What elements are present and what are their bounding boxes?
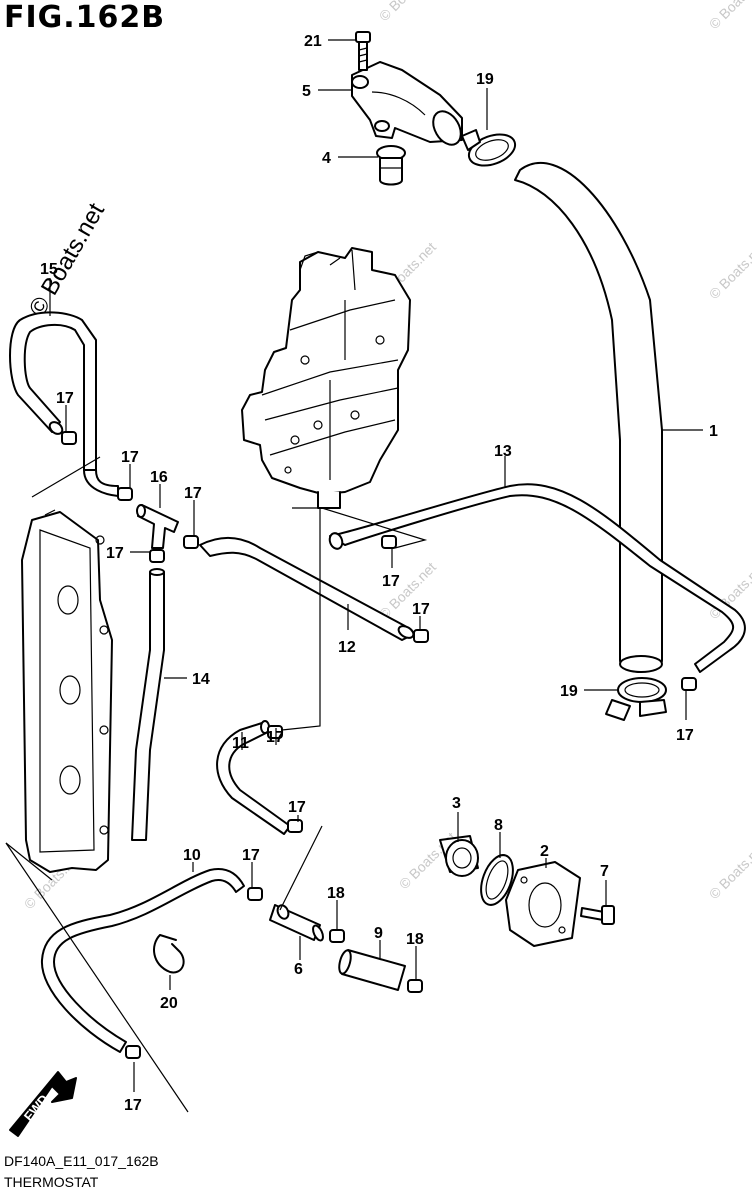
fwd-direction-badge: FWD — [9, 1071, 77, 1137]
clamp-17 — [125, 1045, 141, 1059]
watermark-small: © Boats.net — [706, 0, 752, 32]
watermark-small: © Boats.net — [706, 239, 752, 302]
clamp-17 — [413, 629, 429, 643]
clamps-17 — [61, 431, 697, 1059]
callout-5: 5 — [302, 83, 311, 100]
clamp-18 — [329, 929, 345, 943]
clamp-17 — [381, 535, 397, 549]
part-15-hose — [9, 311, 97, 471]
part-16-t-joint — [136, 504, 179, 549]
callout-17: 17 — [242, 847, 260, 864]
callout-12: 12 — [338, 639, 356, 656]
callout-17: 17 — [676, 727, 694, 744]
callout-17: 17 — [56, 390, 74, 407]
callout-17: 17 — [266, 729, 284, 746]
clamp-17 — [61, 431, 77, 445]
part-3-valve — [439, 835, 479, 877]
callout-17: 17 — [288, 799, 306, 816]
part-6-fitting — [269, 904, 324, 942]
callout-17: 17 — [382, 573, 400, 590]
callout-17: 17 — [124, 1097, 142, 1114]
cooler-plate — [21, 509, 113, 873]
watermark-small: © Boats.net — [706, 839, 752, 902]
callout-18: 18 — [327, 885, 345, 902]
part-2-cover — [505, 861, 581, 947]
callout-19-lower: 19 — [560, 683, 578, 700]
clamp-18 — [407, 979, 423, 993]
part-9-sleeve — [338, 949, 406, 991]
part-19-hose-clamp-lower — [605, 677, 667, 721]
part-4-thermostat — [376, 145, 406, 186]
part-8-o-ring — [480, 854, 514, 906]
figure-title: FIG.162B — [4, 0, 166, 35]
clamp-17 — [681, 677, 697, 691]
callout-21: 21 — [304, 33, 322, 50]
clamp-17 — [287, 819, 303, 833]
callout-15: 15 — [40, 261, 58, 278]
callout-14: 14 — [192, 671, 210, 688]
part-13-hose — [328, 483, 746, 673]
section-name: THERMOSTAT — [4, 1174, 99, 1190]
callout-20: 20 — [160, 995, 178, 1012]
callout-13: 13 — [494, 443, 512, 460]
callout-8: 8 — [494, 817, 503, 834]
callout-2: 2 — [540, 843, 549, 860]
callout-10: 10 — [183, 847, 201, 864]
clamp-17 — [247, 887, 263, 901]
part-14-hose — [131, 568, 165, 841]
fwd-label: FWD — [21, 1092, 52, 1124]
part-7-bolt — [580, 905, 615, 925]
watermark-small: © Boats.net — [376, 0, 439, 24]
callout-labels: 21 5 4 19 1 13 15 17 17 16 17 17 17 17 1… — [40, 33, 718, 1114]
part-1-main-hose — [514, 162, 663, 673]
callout-18: 18 — [406, 931, 424, 948]
callout-9: 9 — [374, 925, 383, 942]
part-20-clip — [153, 934, 185, 974]
callout-19-upper: 19 — [476, 71, 494, 88]
clamp-17 — [183, 535, 199, 549]
callout-17: 17 — [184, 485, 202, 502]
clamp-17 — [117, 487, 133, 501]
callout-11: 11 — [232, 735, 249, 752]
part-5-thermostat-cover — [351, 61, 463, 146]
engine-block — [241, 247, 411, 509]
part-19-hose-clamp-upper — [461, 129, 517, 167]
callout-17: 17 — [121, 449, 139, 466]
callout-17: 17 — [106, 545, 124, 562]
part-10-hose — [40, 868, 245, 1053]
callout-6: 6 — [294, 961, 303, 978]
watermark-main: © Boats.net — [24, 198, 110, 321]
leader-lines — [49, 39, 703, 1092]
diagram-code: DF140A_E11_017_162B — [4, 1153, 159, 1169]
callout-4: 4 — [322, 150, 331, 167]
callout-3: 3 — [452, 795, 461, 812]
clamp-17 — [267, 725, 283, 739]
callout-1: 1 — [709, 423, 718, 440]
guide-lines — [5, 456, 428, 1113]
callout-7: 7 — [600, 863, 609, 880]
clamp-17 — [149, 549, 165, 563]
part-21-bolt — [355, 31, 371, 71]
callout-17: 17 — [412, 601, 430, 618]
callout-16: 16 — [150, 469, 168, 486]
part-12-hose — [199, 536, 415, 641]
connector-hose — [83, 469, 119, 497]
